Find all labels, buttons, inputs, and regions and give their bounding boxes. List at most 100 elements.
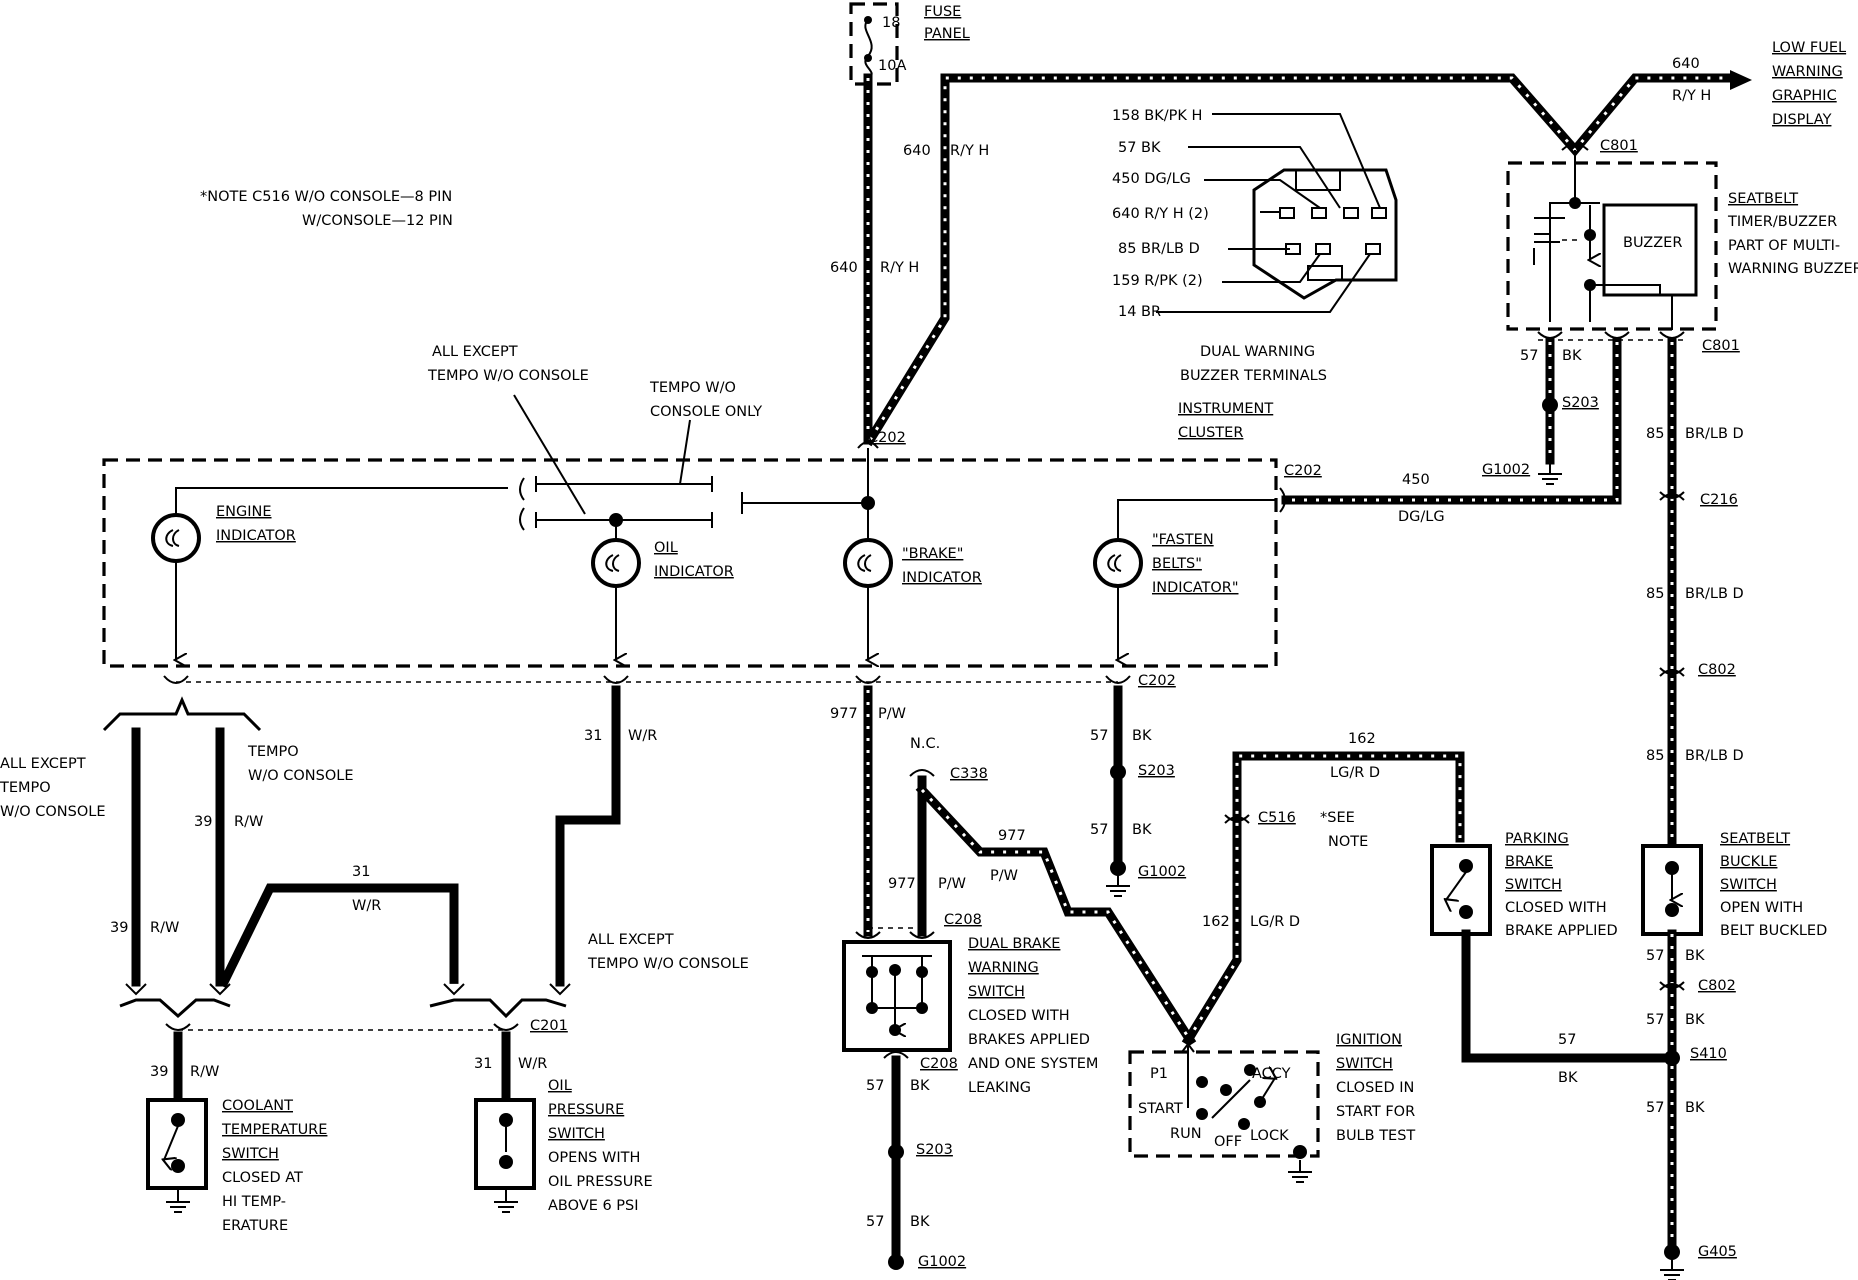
wire-640-num: 640 xyxy=(903,143,931,159)
oilp-label6: ABOVE 6 PSI xyxy=(548,1198,639,1214)
ae-mid2: TEMPO W/O CONSOLE xyxy=(587,956,749,972)
w57-r3: 57 xyxy=(1646,1100,1664,1116)
bk-r1: BK xyxy=(1685,948,1705,964)
timer-label3: PART OF MULTI- xyxy=(1728,238,1840,254)
wr-c: W/R xyxy=(518,1056,547,1072)
fuse-panel-label: FUSE xyxy=(924,4,961,20)
pin-14: 14 BR xyxy=(1118,304,1161,320)
seatbelt-timer-border xyxy=(1506,161,1718,331)
wr-hump: W/R xyxy=(352,898,381,914)
low-fuel-wire-num: 640 xyxy=(1672,56,1700,72)
fasten-label2: BELTS" xyxy=(1152,556,1202,572)
sb-label1: SEATBELT xyxy=(1720,831,1790,847)
g405: G405 xyxy=(1698,1244,1737,1260)
oilp-label1: OIL xyxy=(548,1078,572,1094)
w57-a: 57 xyxy=(1520,348,1538,364)
low-fuel-line3: GRAPHIC xyxy=(1772,88,1837,104)
s203-a: S203 xyxy=(1562,395,1599,411)
ignition-switch-border xyxy=(1128,1050,1320,1158)
g1002-a: G1002 xyxy=(1482,462,1530,478)
w57-b2: 57 xyxy=(866,1214,884,1230)
w162-left: 162 xyxy=(1202,914,1230,930)
bk-pb: BK xyxy=(1558,1070,1578,1086)
c802-a: C802 xyxy=(1698,662,1736,678)
wire-57-parking xyxy=(1461,929,1677,1063)
brake-label2: INDICATOR xyxy=(902,570,982,586)
ign-run: RUN xyxy=(1170,1126,1202,1142)
branch-bracket xyxy=(102,696,262,732)
tempo-wo-top: TEMPO W/O xyxy=(649,380,736,396)
wire-31-oil xyxy=(555,685,621,987)
c802-b: C802 xyxy=(1698,978,1736,994)
rw-a: R/W xyxy=(150,920,179,936)
pb-label3: SWITCH xyxy=(1505,877,1562,893)
tempo-right1: TEMPO xyxy=(247,744,299,760)
dbw-label3: SWITCH xyxy=(968,984,1025,1000)
w31-c: 31 xyxy=(474,1056,492,1072)
wire-640-num-2: 640 xyxy=(830,260,858,276)
bk-r2: BK xyxy=(1685,1012,1705,1028)
engine-indicator: ENGINE INDICATOR xyxy=(151,504,296,660)
wire-162 xyxy=(1181,751,1465,1047)
see-note2: NOTE xyxy=(1328,834,1368,850)
low-fuel-label: LOW FUEL WARNING GRAPHIC DISPLAY xyxy=(1772,40,1846,128)
c216: C216 xyxy=(1700,492,1738,508)
dbw-label6: AND ONE SYSTEM xyxy=(968,1056,1098,1072)
g1002-b: G1002 xyxy=(918,1254,966,1270)
w85-c: 85 xyxy=(1646,748,1664,764)
c516: C516 xyxy=(1258,810,1296,826)
w57-r1: 57 xyxy=(1646,948,1664,964)
note-line1: *NOTE C516 W/O CONSOLE—8 PIN xyxy=(200,189,452,205)
console-only-top: CONSOLE ONLY xyxy=(650,404,762,420)
w39-b: 39 xyxy=(194,814,212,830)
pw-c: P/W xyxy=(938,876,966,892)
seatbelt-buckle-switch: SEATBELT BUCKLE SWITCH OPEN WITH BELT BU… xyxy=(1641,831,1827,939)
w39-a: 39 xyxy=(110,920,128,936)
c201: C201 xyxy=(530,1018,568,1034)
oil-indicator: OIL INDICATOR xyxy=(591,538,734,660)
c338: C338 xyxy=(950,766,988,782)
pin-158: 158 BK/PK H xyxy=(1112,108,1202,124)
lgrd-top: LG/R D xyxy=(1330,765,1380,781)
pb-label2: BRAKE xyxy=(1505,854,1553,870)
ign-off: OFF xyxy=(1214,1134,1242,1150)
w977-b: 977 xyxy=(998,828,1026,844)
dbw-label1: DUAL BRAKE xyxy=(968,936,1060,952)
bk-f1: BK xyxy=(1132,728,1152,744)
ae-left1: ALL EXCEPT xyxy=(0,756,86,772)
dbw-label5: BRAKES APPLIED xyxy=(968,1032,1090,1048)
c801-bottom: C801 xyxy=(1702,338,1740,354)
fasten-belts-indicator: "FASTEN BELTS" INDICATOR" xyxy=(1093,532,1239,660)
lgrd-left: LG/R D xyxy=(1250,914,1300,930)
timer-label4: WARNING BUZZER xyxy=(1728,261,1858,277)
bk-r3: BK xyxy=(1685,1100,1705,1116)
ign-lock: LOCK xyxy=(1250,1128,1289,1144)
oil-label2: INDICATOR xyxy=(654,564,734,580)
brake-label1: "BRAKE" xyxy=(902,546,963,562)
timer-label2: TIMER/BUZZER xyxy=(1727,214,1837,230)
w57-b1: 57 xyxy=(866,1078,884,1094)
splice-s203-brake xyxy=(888,1144,904,1160)
oilp-label4: OPENS WITH xyxy=(548,1150,640,1166)
coolant-label2: TEMPERATURE xyxy=(221,1122,327,1138)
oil-pressure-switch: OIL PRESSURE SWITCH OPENS WITH OIL PRESS… xyxy=(474,1078,653,1214)
s203-f: S203 xyxy=(1138,763,1175,779)
tempo-wo-console-top: TEMPO W/O CONSOLE xyxy=(427,368,589,384)
bk-f2: BK xyxy=(1132,822,1152,838)
fuse-panel-border xyxy=(849,2,899,86)
s410: S410 xyxy=(1690,1046,1727,1062)
ae-left2: TEMPO xyxy=(0,780,51,796)
tempo-right2: W/O CONSOLE xyxy=(248,768,354,784)
w450: 450 xyxy=(1402,472,1430,488)
rw-b: R/W xyxy=(234,814,263,830)
coolant-label5: HI TEMP- xyxy=(222,1194,286,1210)
nc-label: N.C. xyxy=(910,736,940,752)
ign-label5: BULB TEST xyxy=(1336,1128,1415,1144)
oilp-label2: PRESSURE xyxy=(548,1102,624,1118)
coolant-label6: ERATURE xyxy=(222,1218,288,1234)
pb-label1: PARKING xyxy=(1505,831,1569,847)
pw-a: P/W xyxy=(878,706,906,722)
wire-450 xyxy=(1281,337,1622,505)
c202-top: C202 xyxy=(868,430,906,446)
